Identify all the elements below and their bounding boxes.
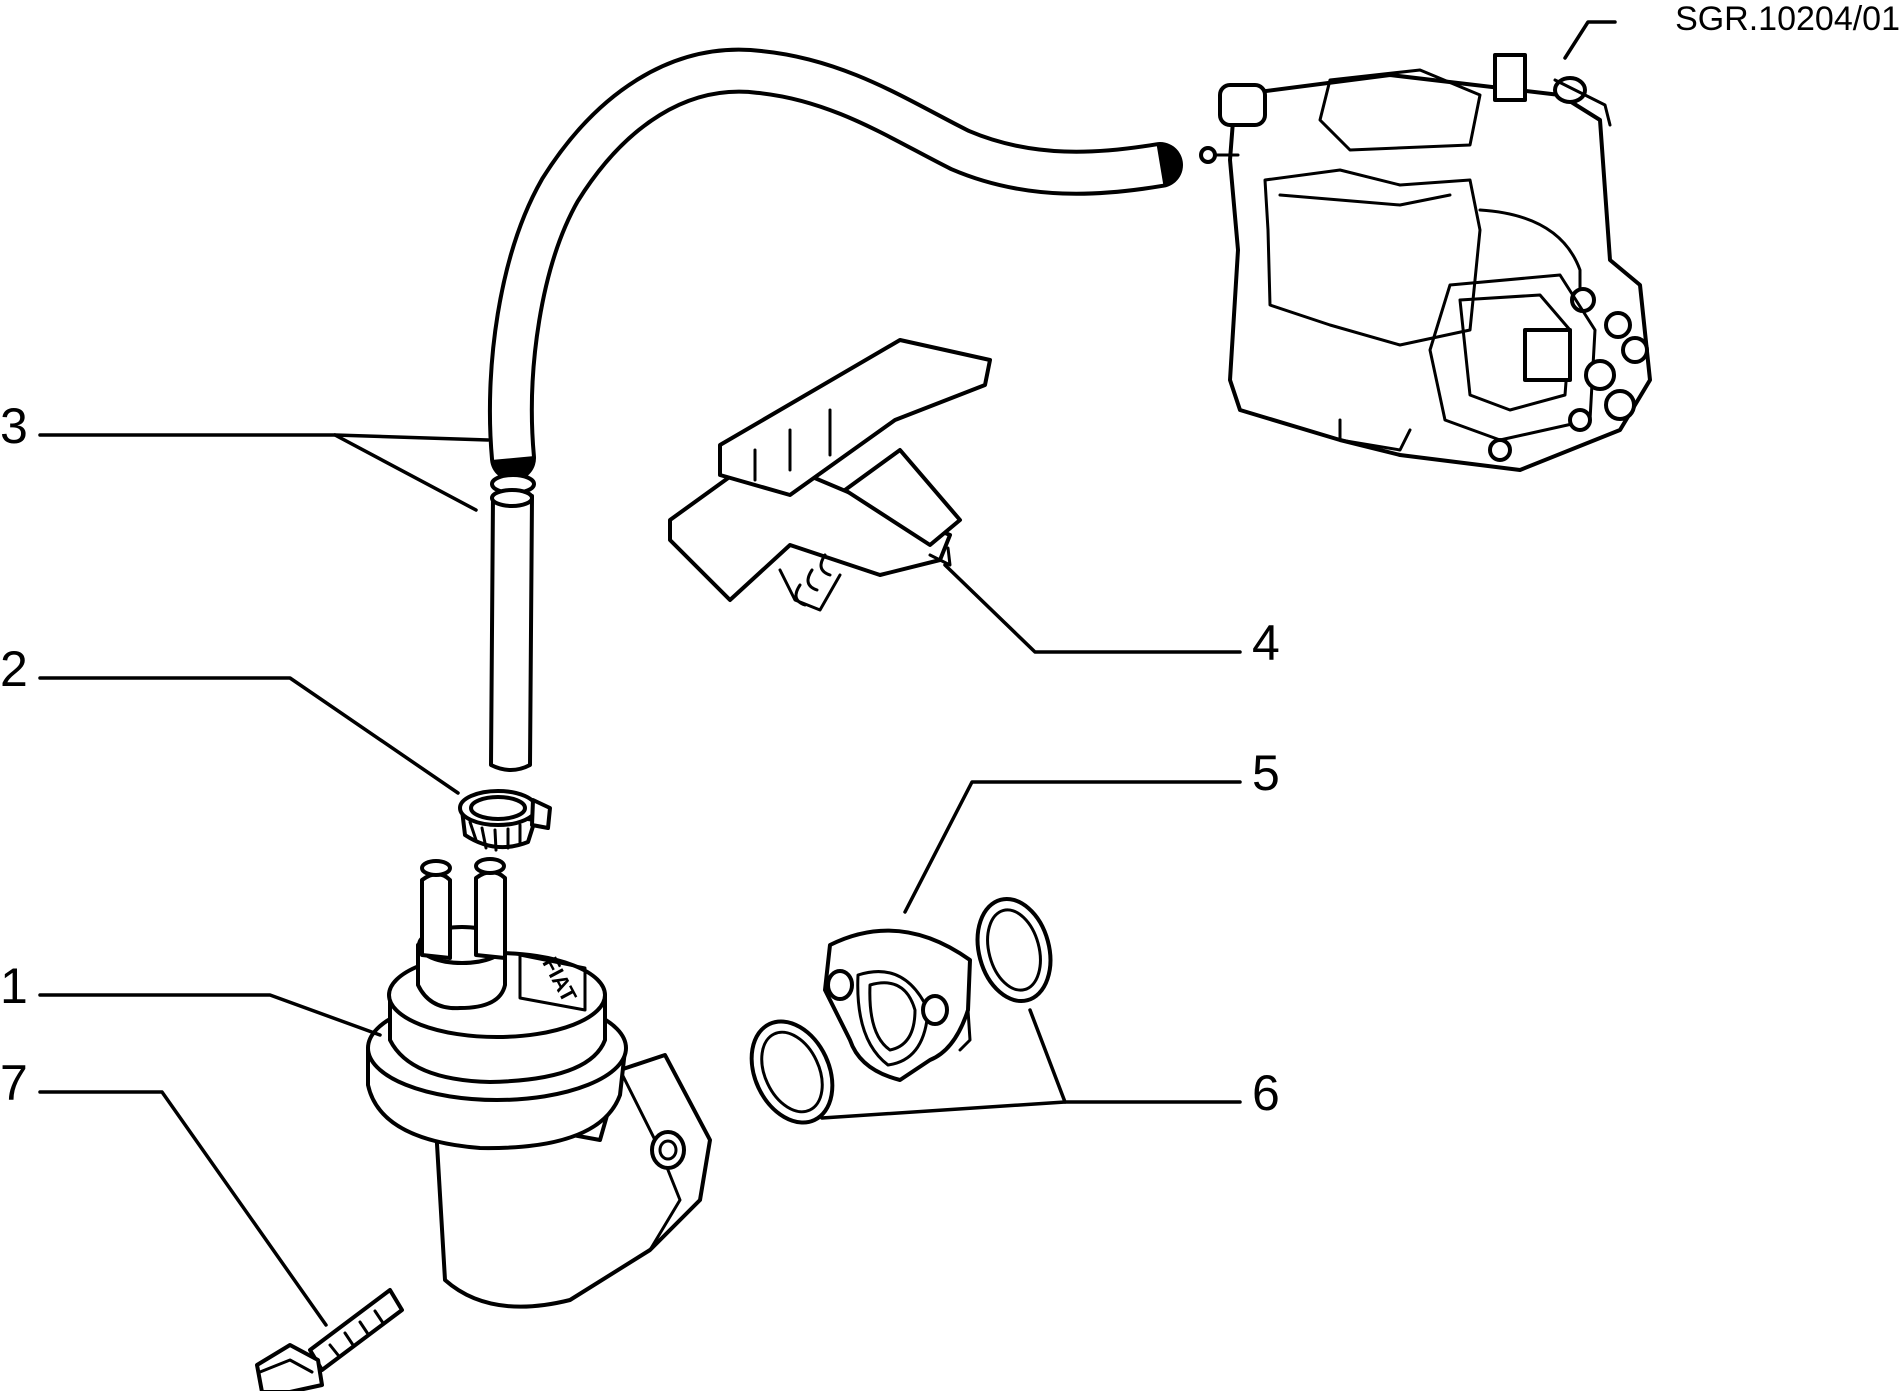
drawing-reference: SGR.10204/01 — [1675, 0, 1900, 38]
callout-1: 1 — [0, 958, 28, 1014]
bracket-drawing — [668, 338, 992, 612]
callout-6: 6 — [1252, 1065, 1280, 1121]
fuel-hose-drawing — [487, 47, 1183, 772]
callout-5: 5 — [1252, 745, 1280, 801]
leader-lines — [38, 20, 1617, 1327]
hose-clamp-drawing — [458, 789, 552, 852]
callout-3: 3 — [0, 398, 28, 454]
fuel-pump-drawing: FIAT — [366, 857, 712, 1309]
carburetor-drawing — [1199, 53, 1652, 472]
bolt-drawing — [255, 1288, 404, 1394]
callout-2: 2 — [0, 641, 28, 697]
callout-7: 7 — [0, 1055, 28, 1111]
spacer-drawing — [823, 928, 972, 1082]
o-rings-drawing — [749, 896, 1053, 1125]
callout-4: 4 — [1252, 615, 1280, 671]
